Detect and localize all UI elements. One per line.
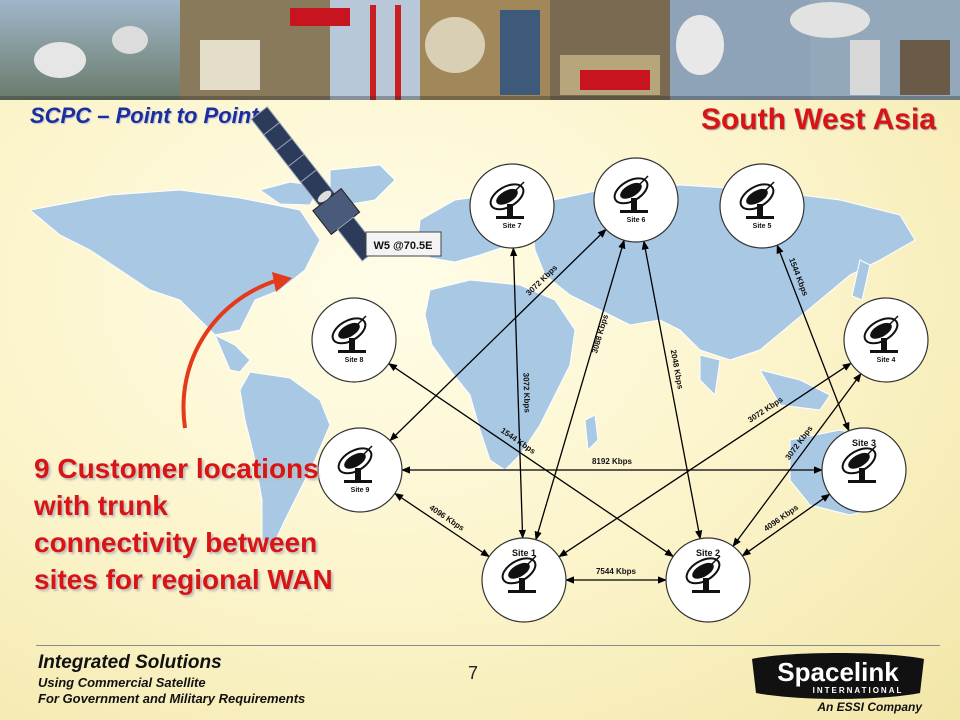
dish-icon [863, 315, 899, 353]
site-label: Site 1 [512, 548, 536, 558]
site-label: Site 9 [351, 487, 370, 494]
footer-subtitle-1: Using Commercial Satellite [38, 675, 206, 690]
dish-icon [337, 445, 373, 483]
link-label: 3088 Kbps [590, 313, 610, 354]
page-number: 7 [468, 663, 479, 683]
company-logo: Spacelink INTERNATIONAL [752, 653, 924, 699]
site-node-site5: Site 5 [719, 163, 805, 249]
link-label: 3072 Kbps [521, 373, 531, 414]
dish-icon [685, 555, 721, 593]
site-label: Site 2 [696, 548, 720, 558]
footer-divider [36, 645, 940, 646]
satellite-label-box [365, 231, 442, 257]
link-label: 8192 Kbps [592, 457, 633, 466]
dish-icon [613, 175, 649, 213]
link-line [741, 493, 831, 557]
region-title: South West Asia [700, 103, 936, 136]
link-label: 7544 Kbps [596, 567, 637, 576]
site-node-site9: Site 9 [317, 427, 403, 513]
logo-sub-text: INTERNATIONAL [813, 686, 904, 695]
site-label: Site 6 [627, 217, 646, 224]
header-photo-banner [0, 0, 960, 100]
callout-text: 9 Customer locations with trunk connecti… [34, 453, 333, 595]
dish-icon [841, 445, 877, 483]
footer-title: Integrated Solutions [38, 652, 222, 673]
satellite-label: W5 @70.5E [373, 240, 432, 252]
site-node-site2: Site 2 [665, 537, 751, 623]
section-title: SCPC – Point to Point [30, 103, 259, 128]
site-node-site7: Site 7 [469, 163, 555, 249]
site-node-site3: Site 3 [821, 427, 907, 513]
company-tagline: An ESSI Company [817, 700, 922, 714]
link-line [394, 492, 490, 558]
site-label: Site 8 [345, 357, 364, 364]
site-label: Site 4 [877, 357, 896, 364]
dish-icon [331, 315, 367, 353]
site-node-site8: Site 8 [311, 297, 397, 383]
dish-icon [739, 181, 775, 219]
site-label: Site 7 [503, 223, 522, 230]
logo-main-text: Spacelink [777, 657, 899, 687]
dish-icon [501, 555, 537, 593]
site-node-site1: Site 1 [481, 537, 567, 623]
site-node-site6: Site 6 [593, 157, 679, 243]
site-label: Site 5 [753, 223, 772, 230]
dish-icon [489, 181, 525, 219]
site-label: Site 3 [852, 438, 876, 448]
footer-subtitle-2: For Government and Military Requirements [38, 691, 306, 706]
sites-layer: Site 7 Site 6 Site 5 Site 8 [311, 157, 929, 623]
site-node-site4: Site 4 [843, 297, 929, 383]
